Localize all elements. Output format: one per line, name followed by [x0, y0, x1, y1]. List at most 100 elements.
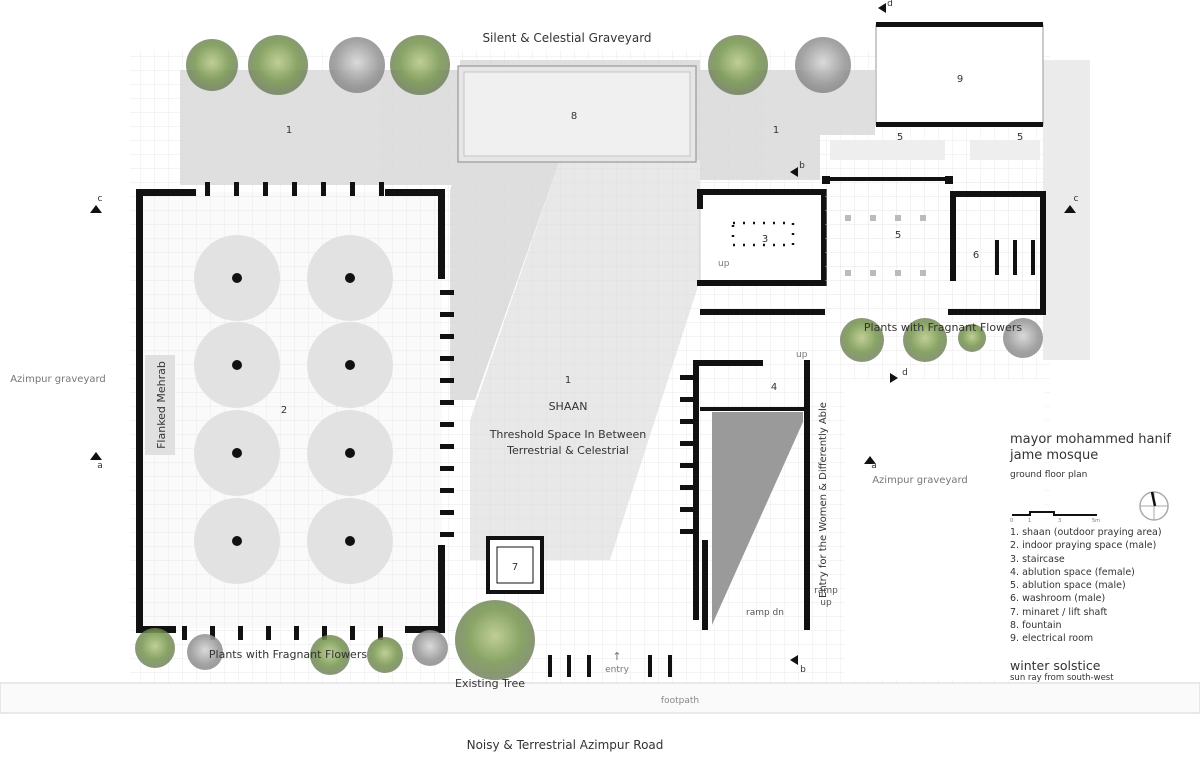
tree — [840, 318, 884, 362]
tree — [329, 37, 385, 93]
section-letters: ca cb bd ad — [97, 0, 1078, 675]
room-numbers: 1 1 2 3 4 5 5 5 6 7 8 9 — [281, 74, 1023, 573]
svg-text:6: 6 — [973, 250, 979, 261]
season-label: winter solstice — [1010, 657, 1101, 673]
wall-fin — [234, 182, 239, 196]
footpath-label: footpath — [661, 696, 699, 706]
wall-fin — [440, 532, 454, 537]
svg-text:5: 5 — [1017, 132, 1023, 143]
tree — [310, 635, 350, 675]
svg-text:5: 5 — [895, 230, 901, 241]
svg-text:3: 3 — [762, 234, 768, 245]
tree — [248, 35, 308, 95]
tree — [390, 35, 450, 95]
trees — [135, 35, 1043, 680]
top-context-label: Silent & Celestial Graveyard — [482, 31, 651, 45]
drawing-subtitle: ground floor plan — [1010, 470, 1088, 480]
column — [232, 360, 242, 370]
wall-fin — [680, 375, 694, 380]
svg-text:2: 2 — [281, 405, 287, 416]
tree — [187, 634, 223, 670]
shaan-title: SHAAN — [549, 400, 588, 413]
wall-fin — [680, 441, 694, 446]
wall-fin — [440, 290, 454, 295]
tree — [795, 37, 851, 93]
ramp-dn-label: ramp dn — [746, 608, 784, 618]
svg-text:9: 9 — [957, 74, 963, 85]
wall-fin — [680, 463, 694, 468]
ramp-up-label: up — [820, 598, 832, 608]
svg-text:7: 7 — [512, 562, 518, 573]
section-markers — [90, 3, 1076, 665]
wall-fin — [263, 182, 268, 196]
plants-right-label: Plants with Fragnant Flowers — [864, 321, 1022, 334]
legend-item: 6. washroom (male) — [1010, 593, 1106, 605]
column — [232, 448, 242, 458]
wall-fin — [440, 510, 454, 515]
shaan-subtitle-1: Threshold Space In Between — [489, 428, 647, 441]
wall-fin — [440, 422, 454, 427]
wall-fin — [440, 488, 454, 493]
tree — [455, 600, 535, 680]
tree — [708, 35, 768, 95]
tree — [958, 324, 986, 352]
legend-item: 7. minaret / lift shaft — [1010, 606, 1108, 618]
existing-tree-label: Existing Tree — [455, 677, 525, 690]
tree — [186, 39, 238, 91]
wall-fin — [238, 626, 243, 640]
mehrab — [145, 355, 175, 455]
legend-item: 2. indoor praying space (male) — [1010, 540, 1157, 552]
wall-fin — [440, 312, 454, 317]
legend-item: 8. fountain — [1010, 620, 1062, 632]
svg-text:a: a — [97, 461, 103, 471]
tree — [903, 318, 947, 362]
column — [345, 273, 355, 283]
svg-text:5: 5 — [897, 132, 903, 143]
wall-fin — [440, 378, 454, 383]
column — [345, 360, 355, 370]
svg-text:b: b — [799, 161, 805, 171]
scale-bar — [1012, 511, 1097, 516]
stair-well — [731, 221, 795, 247]
legend: mayor mohammed hanif jame mosque ground … — [1010, 432, 1171, 683]
tree — [1003, 318, 1043, 358]
legend-list: 1. shaan (outdoor praying area) 2. indoo… — [1010, 526, 1171, 646]
left-graveyard-label: Azimpur graveyard — [10, 374, 106, 385]
wall-fin — [182, 626, 187, 640]
svg-text:b: b — [800, 665, 806, 675]
wall-fin — [440, 400, 454, 405]
wall-fin — [350, 182, 355, 196]
tree — [367, 637, 403, 673]
wall-fin — [294, 626, 299, 640]
sun-label: sun ray from south-west — [1010, 672, 1114, 683]
shaan-subtitle-2: Terrestrial & Celestrial — [506, 444, 629, 457]
wall-fin — [322, 626, 327, 640]
women-entry-label: Entry for the Women & Differently Able — [818, 402, 829, 598]
wall-fin — [680, 529, 694, 534]
wall-fin — [321, 182, 326, 196]
plants-bottom-label: Plants with Fragnant Flowers — [209, 648, 367, 661]
legend-item: 5. ablution space (male) — [1010, 580, 1126, 592]
label-1-shaan: 1 — [565, 375, 571, 386]
project-title-2: jame mosque — [1010, 448, 1099, 463]
svg-text:a: a — [871, 461, 877, 471]
wall-fin — [680, 397, 694, 402]
column — [232, 273, 242, 283]
column — [232, 536, 242, 546]
svg-text:d: d — [887, 0, 893, 9]
column — [345, 536, 355, 546]
entry-fins — [548, 655, 672, 677]
project-title-1: mayor mohammed hanif — [1010, 432, 1171, 447]
legend-item: 9. electrical room — [1010, 633, 1094, 645]
wall-fin — [440, 466, 454, 471]
wall-fins — [182, 182, 694, 640]
wall-fin — [350, 626, 355, 640]
ramp-label: ramp — [814, 586, 838, 596]
wall-fin — [379, 182, 384, 196]
wall-fin — [210, 626, 215, 640]
tree — [412, 630, 448, 666]
svg-text:1: 1 — [773, 125, 779, 136]
footpath-strip — [0, 682, 1200, 714]
